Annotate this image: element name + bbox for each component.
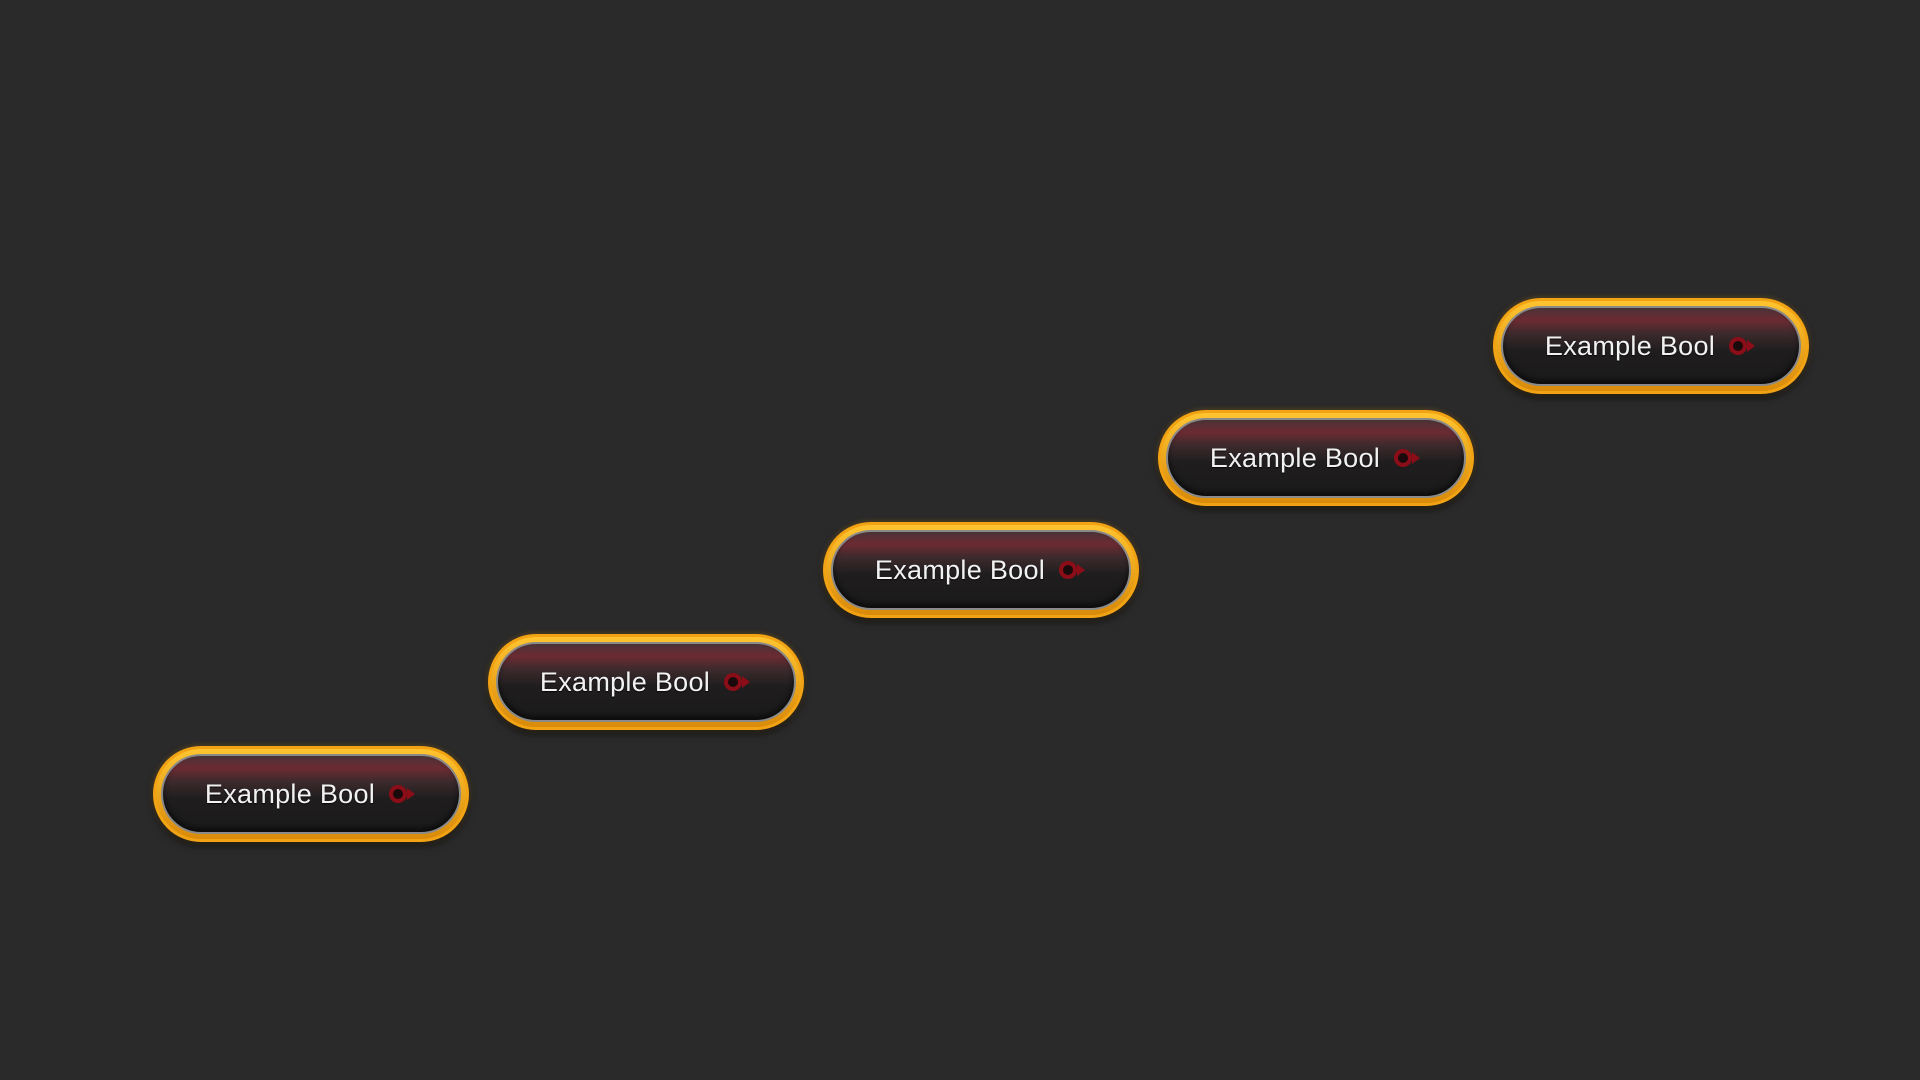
bool-pin-icon[interactable]: [1057, 559, 1087, 581]
node-body: Example Bool: [1501, 306, 1801, 386]
variable-node-example-bool-5[interactable]: Example Bool: [1493, 298, 1809, 394]
bool-pin-icon[interactable]: [1727, 335, 1757, 357]
variable-node-example-bool-4[interactable]: Example Bool: [1158, 410, 1474, 506]
node-label: Example Bool: [874, 554, 1046, 585]
node-label: Example Bool: [204, 778, 376, 809]
bool-pin-icon[interactable]: [1392, 447, 1422, 469]
variable-node-example-bool-2[interactable]: Example Bool: [488, 634, 804, 730]
variable-node-example-bool-3[interactable]: Example Bool: [823, 522, 1139, 618]
node-label: Example Bool: [539, 666, 711, 697]
bool-pin-icon[interactable]: [722, 671, 752, 693]
node-body: Example Bool: [831, 530, 1131, 610]
variable-node-example-bool-1[interactable]: Example Bool: [153, 746, 469, 842]
node-body: Example Bool: [161, 754, 461, 834]
node-body: Example Bool: [1166, 418, 1466, 498]
node-label: Example Bool: [1209, 442, 1381, 473]
bool-pin-icon[interactable]: [387, 783, 417, 805]
node-body: Example Bool: [496, 642, 796, 722]
node-label: Example Bool: [1544, 330, 1716, 361]
